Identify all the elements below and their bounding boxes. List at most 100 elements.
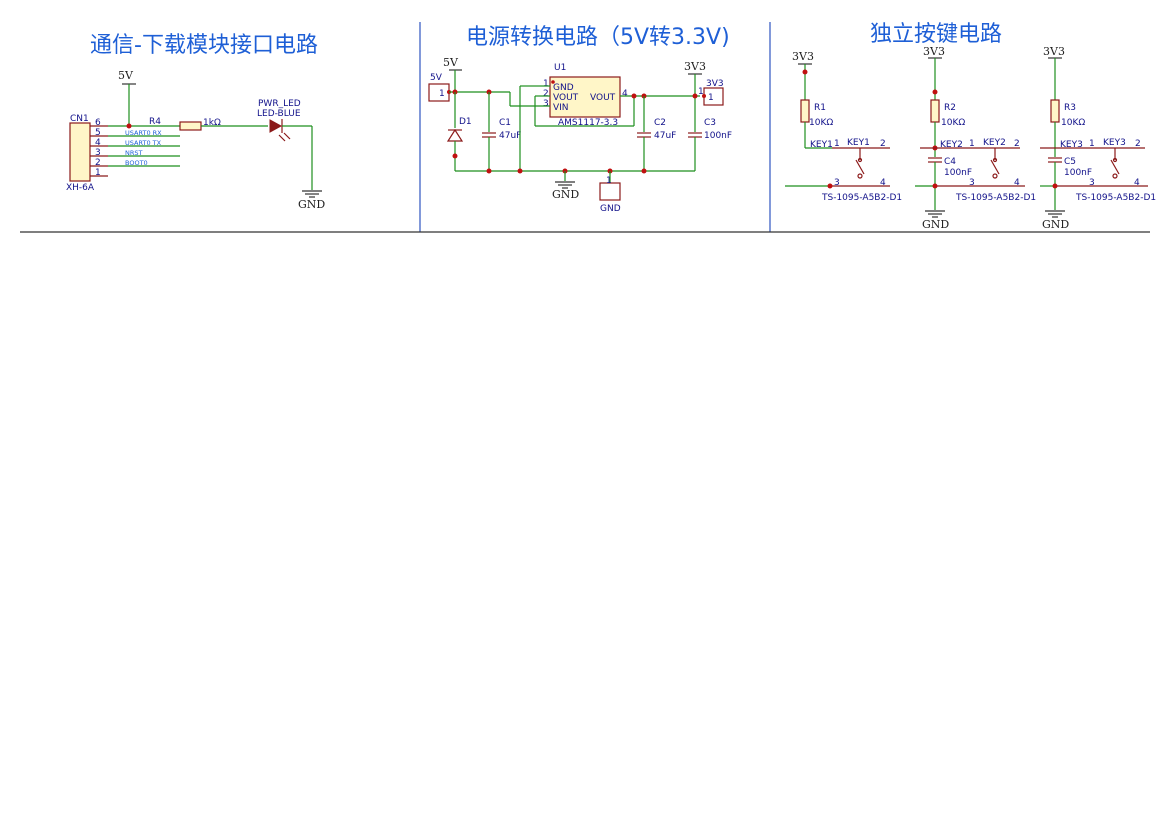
ground-label: GND [922,218,949,231]
diode-d1 [446,128,464,142]
sw-pin: 2 [880,139,886,149]
r2-value: 10KΩ [941,118,965,128]
reg-pin-name: VIN [553,103,569,113]
connector-cn1 [69,122,91,182]
r1-value: 10KΩ [809,118,833,128]
resistor-r1 [800,99,810,123]
supply-5v-label: 5V [443,56,459,69]
switch-key3 [1110,148,1120,179]
port-pin: 1 [606,176,612,186]
output-port-label: 3V3 [706,79,724,89]
net-label: USART0 TX [125,139,162,147]
port-pin-num: 1 [698,87,704,97]
connector-value: XH-6A [66,183,95,193]
capacitor-c2 [637,132,651,138]
r1-ref: R1 [814,103,826,113]
led-ref: PWR_LED [258,99,301,109]
supply-5v-label: 5V [118,69,134,82]
supply-3v3-label: 3V3 [1043,45,1065,58]
junction [126,123,132,129]
resistor-r4 [179,121,202,131]
sw-pin: 1 [969,139,975,149]
ground-symbol [302,190,322,198]
resistor-r3 [1050,99,1060,123]
resistor-r2 [930,99,940,123]
c2-ref: C2 [654,118,666,128]
c2-value: 47uF [654,131,676,141]
c5-value: 100nF [1064,168,1092,178]
net-label: USART0 RX [125,129,162,137]
key3-sw-ref: KEY3 [1103,138,1126,148]
regulator-value: AMS1117-3.3 [558,118,618,128]
reg-pin-name: VOUT [590,93,616,103]
key2-sw-ref: KEY2 [983,138,1006,148]
c5-ref: C5 [1064,157,1076,167]
key2-net: KEY2 [940,140,963,150]
key1-sw-ref: KEY1 [847,138,870,148]
sw-pin: 3 [1089,178,1095,188]
junction [631,93,637,99]
key3-net: KEY3 [1060,140,1083,150]
sw-pin: 4 [1134,178,1140,188]
sw-pin: 1 [834,139,840,149]
led-value: LED-BLUE [257,109,301,119]
sw-pin: 3 [969,178,975,188]
c1-ref: C1 [499,118,511,128]
sw-pin: 3 [834,178,840,188]
resistor-value: 1kΩ [203,118,221,128]
switch-value: TS-1095-A5B2-D1 [821,193,902,203]
ground-symbol [1045,210,1065,218]
junction [517,168,523,174]
c3-ref: C3 [704,118,716,128]
switch-key1 [855,148,865,179]
resistor-ref: R4 [149,117,161,127]
connector-ref: CN1 [70,114,89,124]
connector-pins: 6 5 4 3 2 1 [90,118,108,178]
junction [486,168,492,174]
capacitor-c4 [928,157,942,163]
switch-value: TS-1095-A5B2-D1 [955,193,1036,203]
junction [641,168,647,174]
regulator-u1 [549,76,621,118]
capacitor-c3 [688,132,702,138]
input-port-label: 5V [430,73,443,83]
ground-symbol [925,210,945,218]
r2-ref: R2 [944,103,956,113]
key2-circuit: 3V3 R2 10KΩ KEY2 1 KEY2 2 C4 100nF [915,45,1036,231]
reg-pin-num: 3 [543,99,549,109]
pin-num: 1 [95,168,101,178]
sw-pin: 1 [1089,139,1095,149]
ground-label: GND [552,188,579,201]
reg-pin-num: 4 [622,89,628,99]
sw-pin: 4 [1014,178,1020,188]
switch-key2 [990,148,1000,179]
net-label: BOOT0 [125,159,148,167]
section-power: 电源转换电路（5V转3.3V) 5V 1 5V D1 C1 47uF U1 [428,25,732,214]
sw-pin: 2 [1135,139,1141,149]
section-keys: 独立按键电路 3V3 R1 10KΩ KEY1 KEY1 1 2 [785,22,1156,231]
key1-circuit: 3V3 R1 10KΩ KEY1 KEY1 1 2 3 4 [785,50,902,203]
capacitor-c1 [482,132,496,138]
reg-pin-name: GND [553,83,574,93]
sw-pin: 4 [880,178,886,188]
section-comm: 通信-下载模块接口电路 CN1 XH-6A 6 5 4 3 2 1 USART0… [66,33,325,211]
reg-pin-num: 2 [543,89,549,99]
supply-3v3-label: 3V3 [684,60,706,73]
net-label: NRST [125,149,143,157]
reg-pin-name: VOUT [553,93,579,103]
key1-net: KEY1 [810,140,833,150]
pin-num: 2 [95,158,101,168]
ground-symbol [555,181,575,189]
pin-num: 5 [95,128,101,138]
pin-num: 6 [95,118,101,128]
switch-value: TS-1095-A5B2-D1 [1075,193,1156,203]
supply-3v3-label: 3V3 [792,50,814,63]
sw-pin: 2 [1014,139,1020,149]
key3-circuit: 3V3 R3 10KΩ KEY3 1 KEY3 2 C5 100nF [1040,45,1156,231]
port-pin: 1 [439,89,445,99]
led-pwr [269,119,291,142]
port-pin: 1 [708,93,714,103]
r3-ref: R3 [1064,103,1076,113]
section-title-power: 电源转换电路（5V转3.3V) [466,25,730,50]
